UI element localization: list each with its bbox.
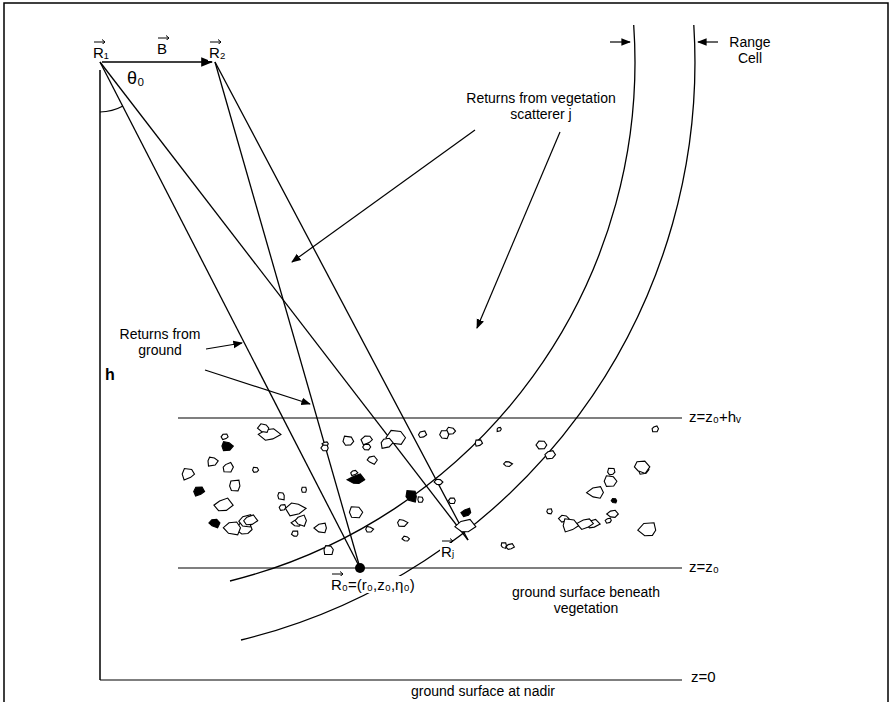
baseline-vector: [102, 61, 212, 63]
scatterer: [604, 476, 617, 487]
scatterer: [449, 498, 456, 504]
position-label: R₁: [92, 44, 110, 61]
scatterer: [563, 519, 578, 532]
scatterer: [406, 491, 416, 502]
scatterer: [577, 519, 594, 530]
scatterer: [638, 523, 656, 536]
scatterer: [221, 434, 228, 440]
leader-arrow: [292, 130, 475, 262]
scatterer: [461, 508, 471, 516]
ray: [215, 62, 468, 540]
scatterer: [278, 493, 284, 500]
scatterers: [182, 424, 658, 555]
scatterer: [258, 424, 269, 433]
surface-label: ground surface at nadir: [410, 683, 556, 699]
scatterer: [343, 436, 354, 445]
scatterer: [366, 526, 374, 532]
scatterer: [244, 515, 258, 525]
level-label: z=z₀+hᵥ: [688, 408, 742, 425]
scatterer: [504, 462, 513, 467]
range-arc: [230, 25, 635, 581]
scatterer: [506, 544, 515, 550]
leader-arrow: [205, 370, 310, 404]
scatterer: [475, 440, 482, 446]
callout-text: Range Cell: [724, 34, 776, 66]
scatterer: [652, 426, 658, 432]
scatterer: [434, 479, 443, 484]
angle-label: θ₀: [126, 68, 145, 88]
leader-arrow: [477, 132, 560, 328]
scatterer: [222, 442, 233, 451]
point-label: R₀=(r₀,z₀,η₀): [330, 576, 416, 593]
scatterer: [545, 451, 556, 459]
scatterer: [418, 497, 423, 502]
ground-nadir-line: [100, 679, 682, 680]
height-label: h: [104, 366, 116, 384]
nadir-line: [99, 70, 101, 680]
scatterer: [349, 507, 362, 518]
scatterer: [402, 536, 409, 541]
vector-arrows: [94, 36, 453, 577]
leader-arrow: [200, 343, 242, 350]
scatterer: [634, 461, 649, 473]
scatterer: [347, 474, 365, 484]
scatterer: [292, 531, 298, 536]
ground-point: [355, 563, 365, 573]
level-label: z=0: [690, 668, 717, 685]
ground-line: [178, 567, 682, 568]
scatterer: [440, 431, 449, 439]
scatterer: [302, 487, 307, 492]
scatterer: [587, 487, 604, 499]
range-arc: [241, 25, 695, 640]
point-label: Rⱼ: [440, 543, 455, 560]
scatterer: [314, 523, 327, 533]
scatterer: [497, 427, 501, 431]
scatterer: [536, 441, 547, 449]
range-arrow: [698, 41, 718, 42]
scatterer: [363, 444, 371, 450]
scatterer: [223, 522, 240, 535]
scatterer: [214, 498, 233, 511]
scatterer: [279, 505, 286, 511]
callout-text: Returns from ground: [114, 326, 206, 358]
scatterer: [608, 468, 615, 475]
frame: [4, 3, 888, 702]
scatterer: [321, 445, 328, 451]
angle-arc: [100, 106, 123, 112]
scatterer: [253, 467, 259, 472]
position-label: R₂: [208, 44, 227, 61]
level-label: z=z₀: [688, 558, 720, 575]
scatterer: [605, 518, 611, 523]
scatterer: [324, 546, 333, 555]
scatterer: [611, 499, 617, 504]
baseline-label: B: [156, 40, 168, 57]
scatterer: [295, 515, 306, 526]
scatterer: [398, 520, 408, 527]
scatterer: [367, 456, 377, 464]
scatterer: [208, 457, 218, 466]
scatterer: [547, 509, 552, 514]
range-arrow: [610, 41, 630, 42]
canopy-top-line: [178, 417, 682, 418]
surface-label: ground surface beneath vegetation: [505, 584, 667, 616]
scatterer: [419, 431, 427, 438]
scatterer: [182, 469, 194, 480]
scatterer: [285, 503, 306, 516]
scatterer: [194, 487, 205, 496]
scatterer: [455, 519, 476, 531]
scatterer: [230, 480, 240, 491]
callout-text: Returns from vegetation scatterer j: [460, 90, 622, 122]
scatterer: [607, 510, 619, 517]
ray: [100, 62, 360, 568]
scatterer: [381, 438, 393, 448]
ray: [100, 62, 468, 540]
scatterer: [209, 519, 220, 528]
scatterer: [361, 436, 372, 445]
scatterer: [223, 463, 233, 473]
ray: [215, 62, 360, 568]
